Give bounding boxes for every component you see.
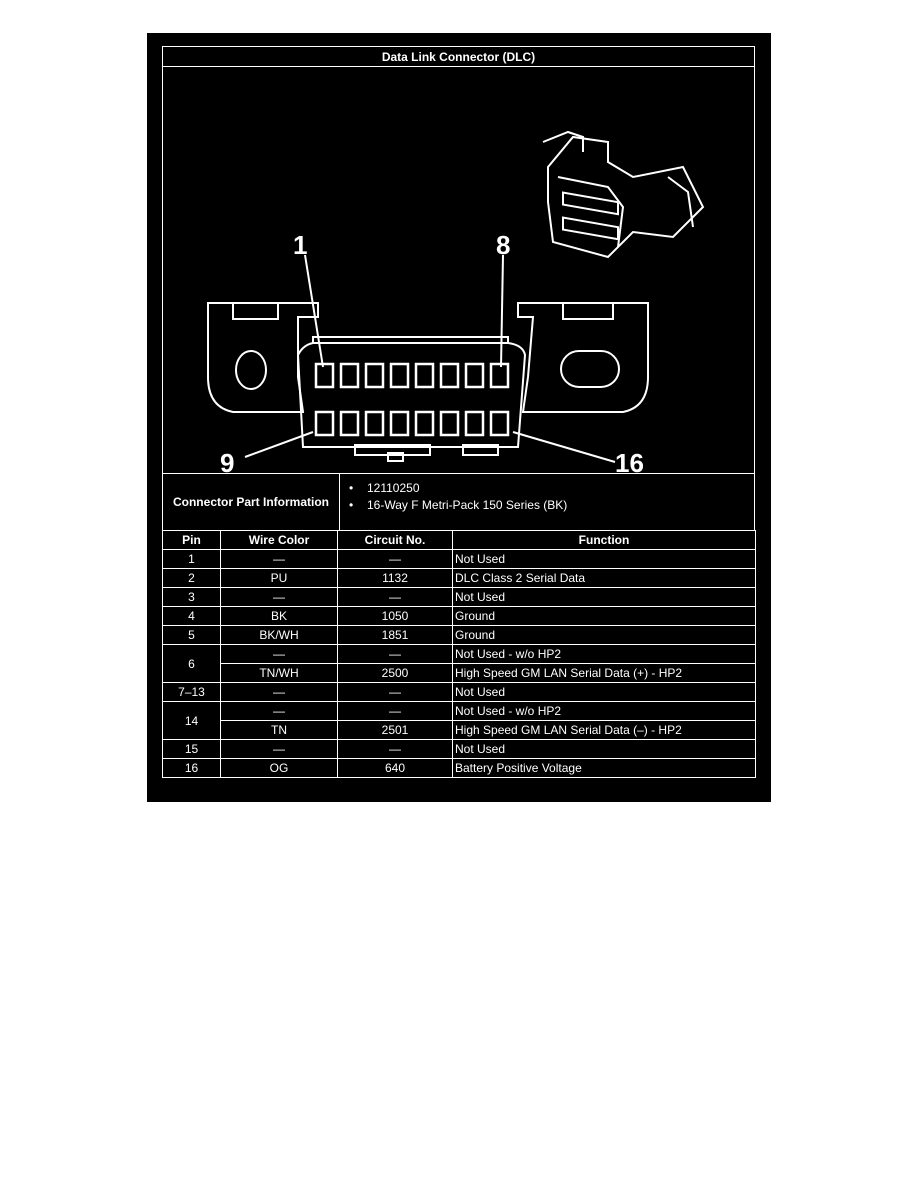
- connector-description: 16-Way F Metri-Pack 150 Series (BK): [343, 497, 567, 514]
- table-row: 15 — — Not Used: [162, 739, 756, 759]
- function-cell: Not Used - w/o HP2: [452, 701, 756, 721]
- table-row: TN/WH 2500 High Speed GM LAN Serial Data…: [163, 663, 756, 683]
- circuit-cell: 2501: [337, 720, 453, 740]
- pin-cavity-3: [364, 362, 385, 389]
- pin-cavity-7: [464, 362, 485, 389]
- circuit-cell: —: [337, 682, 453, 702]
- connector-part-info: Connector Part Information 12110250 16-W…: [162, 473, 755, 531]
- function-cell: Not Used: [452, 682, 756, 702]
- wire-color-cell: —: [220, 701, 338, 721]
- pin-label-1: 1: [293, 230, 307, 260]
- wire-color-cell: BK: [220, 606, 338, 626]
- pin-cavity-13: [414, 410, 435, 437]
- header-wire-color: Wire Color: [220, 530, 338, 550]
- pin-cell: 5: [162, 625, 221, 645]
- table-row: TN 2501 High Speed GM LAN Serial Data (–…: [163, 720, 756, 740]
- header-function: Function: [452, 530, 756, 550]
- pin-label-9: 9: [220, 448, 234, 473]
- wire-color-cell: PU: [220, 568, 338, 588]
- pin-cavity-8: [489, 362, 510, 389]
- function-cell: Battery Positive Voltage: [452, 758, 756, 778]
- circuit-cell: 1851: [337, 625, 453, 645]
- pin-cell: 14: [162, 701, 221, 740]
- function-cell: Not Used: [452, 587, 756, 607]
- dlc-connector-drawing: 1 8 9 16: [207, 130, 705, 473]
- connector-iso-view: [542, 130, 705, 259]
- part-number: 12110250: [343, 480, 567, 497]
- pin-cell: 1: [162, 549, 221, 569]
- function-cell: High Speed GM LAN Serial Data (+) - HP2: [452, 663, 756, 683]
- pin-cell: 4: [162, 606, 221, 626]
- wire-color-cell: OG: [220, 758, 338, 778]
- circuit-cell: 1132: [337, 568, 453, 588]
- pin-cell: 15: [162, 739, 221, 759]
- circuit-cell: —: [337, 739, 453, 759]
- table-row: 7–13 — — Not Used: [162, 682, 756, 702]
- wire-color-cell: —: [220, 739, 338, 759]
- table-row: 3 — — Not Used: [162, 587, 756, 607]
- circuit-cell: —: [337, 587, 453, 607]
- connector-sheet: Data Link Connector (DLC): [147, 33, 771, 802]
- function-cell: Not Used: [452, 549, 756, 569]
- pin-cell: 3: [162, 587, 221, 607]
- function-cell: Ground: [452, 606, 756, 626]
- wire-color-cell: TN: [220, 720, 338, 740]
- pin-cavity-6: [439, 362, 460, 389]
- pin-cell: 6: [162, 644, 221, 683]
- pin-cavity-2: [339, 362, 360, 389]
- pin-label-8: 8: [496, 230, 510, 260]
- wire-color-cell: —: [220, 549, 338, 569]
- pin-cavity-5: [414, 362, 435, 389]
- pin-cell: 7–13: [162, 682, 221, 702]
- circuit-cell: —: [337, 549, 453, 569]
- pin-cell: 16: [162, 758, 221, 778]
- page-title: Data Link Connector (DLC): [162, 46, 755, 67]
- wire-color-cell: —: [220, 644, 338, 664]
- circuit-cell: 2500: [337, 663, 453, 683]
- pin-cavity-10: [339, 410, 360, 437]
- pin-cell: 2: [162, 568, 221, 588]
- function-cell: Ground: [452, 625, 756, 645]
- table-row: 5 BK/WH 1851 Ground: [162, 625, 756, 645]
- header-circuit: Circuit No.: [337, 530, 453, 550]
- table-row: 2 PU 1132 DLC Class 2 Serial Data: [162, 568, 756, 588]
- function-cell: Not Used - w/o HP2: [452, 644, 756, 664]
- table-row: 1 — — Not Used: [162, 549, 756, 569]
- pin-cavity-15: [464, 410, 485, 437]
- pin-cavity-12: [389, 410, 410, 437]
- table-row: 14 — — Not Used - w/o HP2: [162, 701, 756, 740]
- circuit-cell: —: [337, 701, 453, 721]
- table-row: 6 — — Not Used - w/o HP2: [162, 644, 756, 683]
- pin-row-bottom: [314, 410, 510, 437]
- connector-info-label: Connector Part Information: [163, 474, 340, 530]
- table-row: 4 BK 1050 Ground: [162, 606, 756, 626]
- pin-cavity-9: [314, 410, 335, 437]
- connector-info-list: 12110250 16-Way F Metri-Pack 150 Series …: [343, 480, 567, 514]
- pin-row-top: [314, 362, 510, 389]
- connector-figure: 1 8 9 16: [162, 66, 755, 474]
- function-cell: DLC Class 2 Serial Data: [452, 568, 756, 588]
- circuit-cell: 640: [337, 758, 453, 778]
- pin-cavity-16: [489, 410, 510, 437]
- circuit-cell: —: [337, 644, 453, 664]
- header-pin: Pin: [162, 530, 221, 550]
- pin-cavity-11: [364, 410, 385, 437]
- pin-table: Pin Wire Color Circuit No. Function 1 — …: [162, 530, 756, 778]
- function-cell: High Speed GM LAN Serial Data (–) - HP2: [452, 720, 756, 740]
- wire-color-cell: —: [220, 587, 338, 607]
- pin-label-16: 16: [615, 448, 644, 473]
- wire-color-cell: TN/WH: [220, 663, 338, 683]
- pin-cavity-4: [389, 362, 410, 389]
- table-header-row: Pin Wire Color Circuit No. Function: [162, 530, 756, 550]
- function-cell: Not Used: [452, 739, 756, 759]
- wire-color-cell: —: [220, 682, 338, 702]
- circuit-cell: 1050: [337, 606, 453, 626]
- pin-cavity-1: [314, 362, 335, 389]
- table-row: 16 OG 640 Battery Positive Voltage: [162, 758, 756, 778]
- wire-color-cell: BK/WH: [220, 625, 338, 645]
- pin-cavity-14: [439, 410, 460, 437]
